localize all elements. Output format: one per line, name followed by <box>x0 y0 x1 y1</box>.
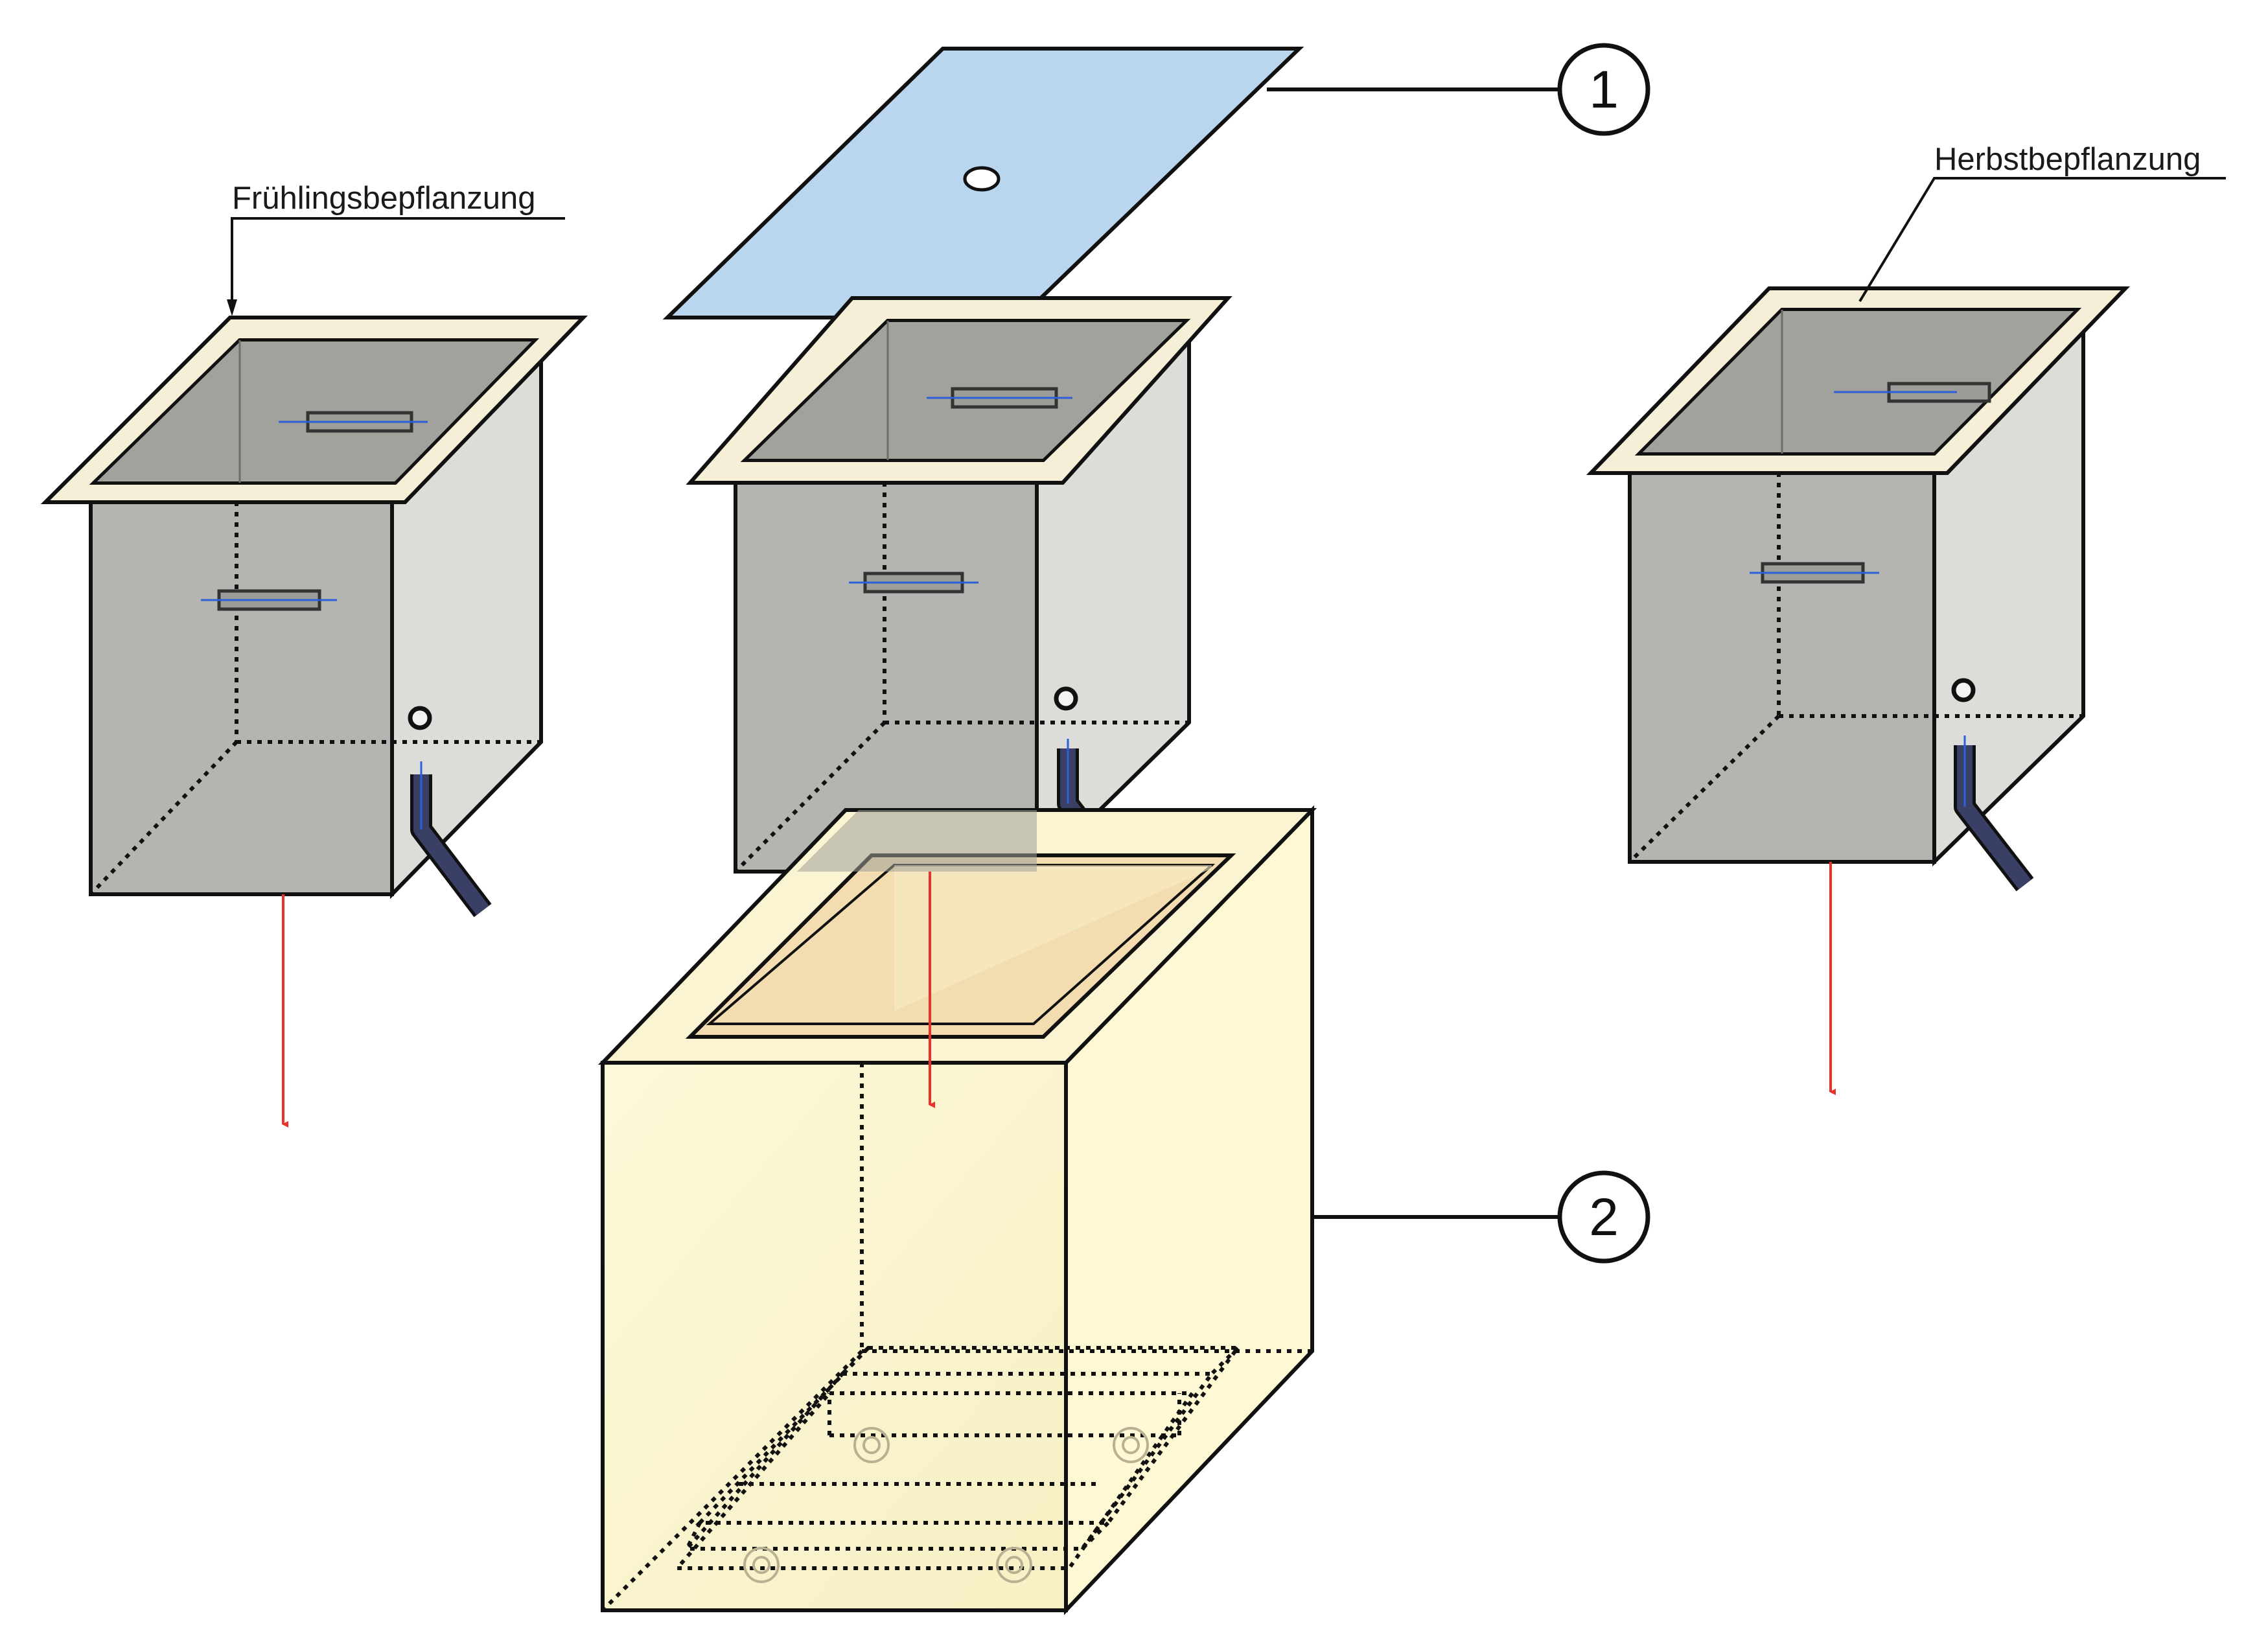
spring-label: Frühlingsbepflanzung <box>232 181 536 216</box>
lid <box>662 47 1304 319</box>
spring-insert <box>40 316 588 918</box>
callout-1-number: 1 <box>1589 60 1619 119</box>
tray <box>673 1346 1242 1570</box>
overflow-hole <box>408 706 432 730</box>
wheel-marks <box>743 1427 1149 1583</box>
autumn-label-group: Herbstbepflanzung <box>1858 142 2226 303</box>
spring-label-group: Frühlingsbepflanzung <box>227 181 565 316</box>
center-insert <box>686 296 1232 888</box>
outer-box <box>597 805 1317 1615</box>
overflow-hole <box>1951 678 1976 702</box>
autumn-insert <box>1586 286 2131 892</box>
overflow-hole <box>1054 686 1078 711</box>
callout-1: 1 <box>1267 43 1650 136</box>
lid-hole <box>963 166 1001 192</box>
callout-2-number: 2 <box>1589 1188 1619 1247</box>
callout-2: 2 <box>1312 1170 1650 1264</box>
autumn-label: Herbstbepflanzung <box>1934 142 2201 177</box>
